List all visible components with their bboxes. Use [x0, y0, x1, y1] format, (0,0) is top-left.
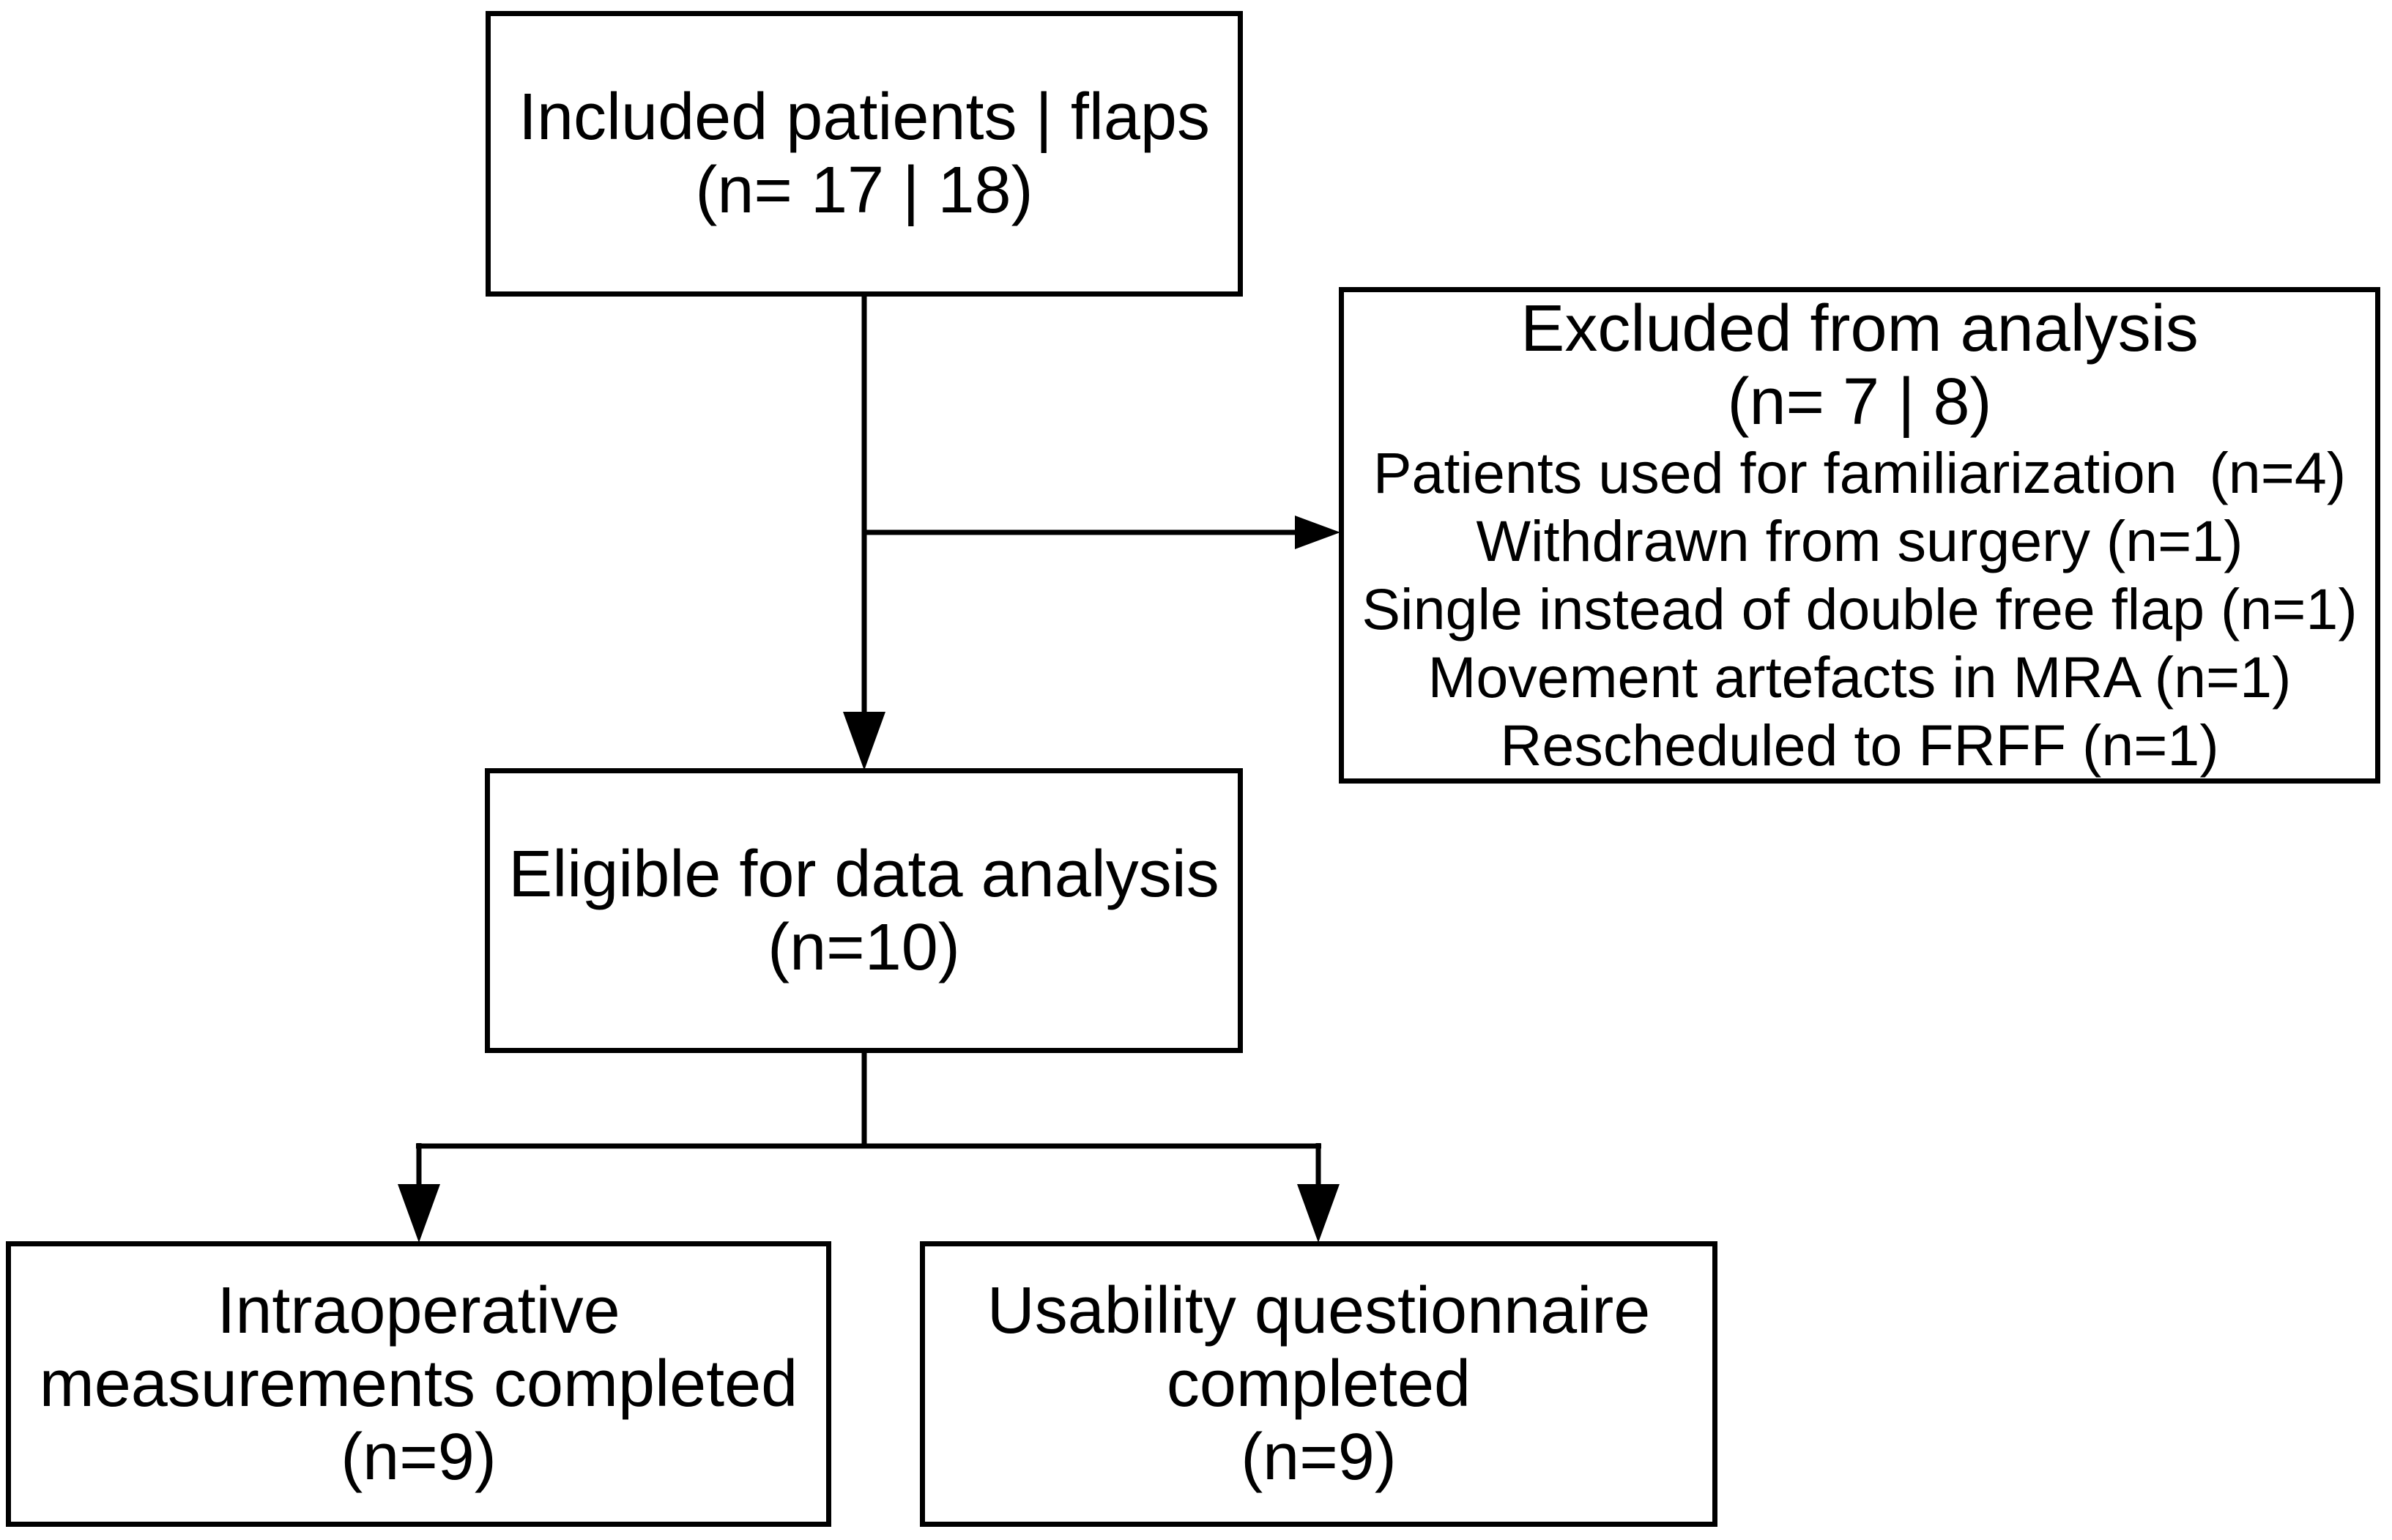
usability-count: (n=9)	[1241, 1421, 1397, 1494]
included-patients-title: Included patients | flaps	[519, 81, 1210, 154]
excluded-reason-familiarization: Patients used for familiarization (n=4)	[1373, 439, 2347, 505]
excluded-reason-rescheduled: Rescheduled to FRFF (n=1)	[1500, 712, 2219, 778]
box-intraoperative-measurements: Intraoperative measurements completed (n…	[6, 1241, 831, 1527]
intraoperative-title-line-1: Intraoperative	[217, 1274, 620, 1347]
usability-title-line-2: completed	[1166, 1347, 1471, 1421]
arrowhead-into-eligible	[843, 712, 885, 770]
intraoperative-title-line-2: measurements completed	[39, 1347, 798, 1421]
arrowhead-into-usability	[1297, 1184, 1340, 1243]
box-excluded-from-analysis: Excluded from analysis (n= 7 | 8) Patien…	[1339, 287, 2380, 784]
excluded-count: (n= 7 | 8)	[1727, 365, 1992, 439]
arrowhead-into-intraoperative	[398, 1184, 440, 1243]
eligible-title: Eligible for data analysis	[508, 837, 1219, 911]
box-usability-questionnaire: Usability questionnaire completed (n=9)	[920, 1241, 1717, 1527]
excluded-title: Excluded from analysis	[1520, 291, 2199, 365]
excluded-reason-single-flap: Single instead of double free flap (n=1)	[1362, 576, 2358, 641]
arrowhead-into-excluded	[1295, 516, 1340, 549]
box-eligible-for-analysis: Eligible for data analysis (n=10)	[485, 768, 1243, 1053]
excluded-reason-withdrawn: Withdrawn from surgery (n=1)	[1476, 507, 2243, 573]
excluded-reason-movement-artefacts: Movement artefacts in MRA (n=1)	[1427, 644, 2292, 710]
box-included-patients: Included patients | flaps (n= 17 | 18)	[486, 11, 1243, 297]
intraoperative-count: (n=9)	[341, 1421, 497, 1494]
included-patients-count: (n= 17 | 18)	[695, 154, 1033, 227]
usability-title-line-1: Usability questionnaire	[987, 1274, 1651, 1347]
eligible-count: (n=10)	[768, 910, 960, 984]
